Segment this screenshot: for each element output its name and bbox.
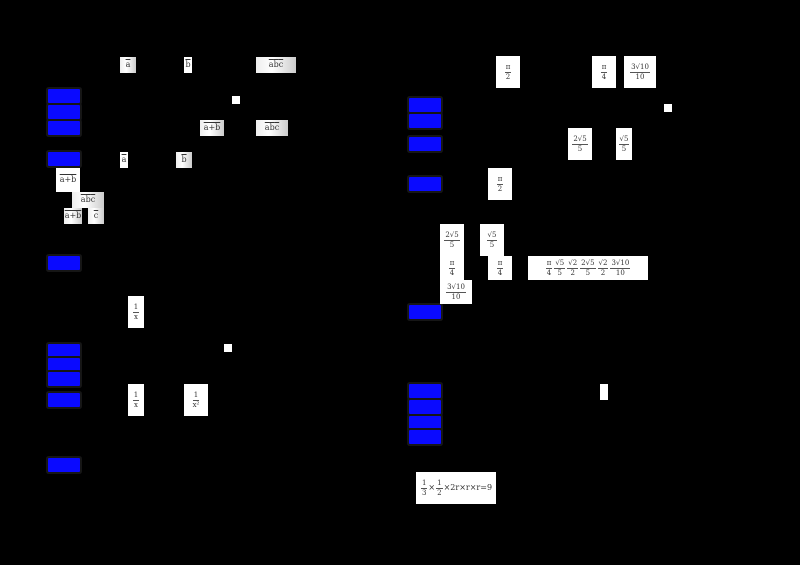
question-marker [48, 256, 80, 270]
question-marker [409, 384, 441, 398]
vector-abc: a b c [72, 192, 104, 208]
vector-b: b [184, 57, 192, 73]
question-marker [48, 152, 80, 166]
vector-c: c [88, 208, 104, 224]
question-marker [409, 177, 441, 191]
bullet-square [232, 96, 240, 104]
question-marker [409, 416, 441, 430]
question-marker [48, 393, 80, 407]
vector-a: a [120, 57, 136, 73]
question-marker [48, 105, 80, 119]
vector-b: b [176, 152, 192, 168]
vector-a-plus-b: a+b [56, 168, 80, 192]
question-marker [409, 98, 441, 112]
vector-a-plus-b: a+b [200, 120, 224, 136]
bullet-rect [600, 384, 608, 400]
question-marker [409, 400, 441, 414]
question-marker [48, 358, 80, 372]
vector-abc: a b c [256, 120, 288, 136]
question-marker [48, 89, 80, 103]
question-marker [48, 121, 80, 135]
question-marker [48, 344, 80, 358]
bullet-square [664, 104, 672, 112]
question-marker [409, 137, 441, 151]
vector-a: a [120, 152, 128, 168]
vector-abc: a b c [256, 57, 296, 73]
question-marker [409, 305, 441, 319]
question-marker [48, 458, 80, 472]
question-marker [409, 430, 441, 444]
question-marker [409, 114, 441, 128]
vector-a-plus-b: a+b [64, 208, 82, 224]
bullet-square [224, 344, 232, 352]
question-marker [48, 372, 80, 386]
